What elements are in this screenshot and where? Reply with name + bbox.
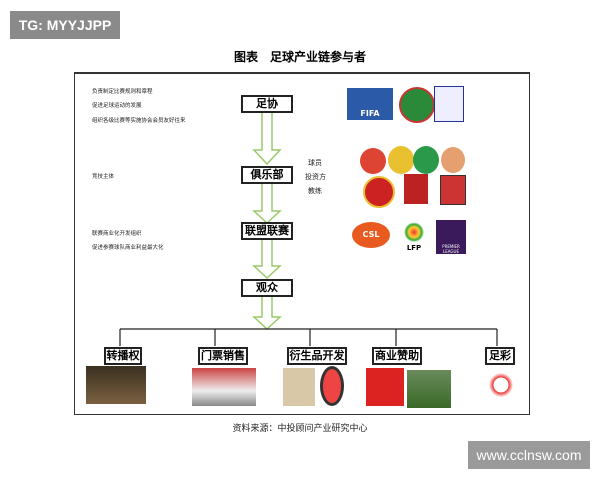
club-logo [413,146,439,174]
note: 组织各级比赛等实施协会会员友好往来 [92,118,186,124]
source-note: 资料来源：中投顾问产业研究中心 [232,424,368,434]
jersey-photo [366,368,404,406]
revenue-tickets: 门票销售 [198,347,248,365]
node-assoc: 足协 [241,95,293,113]
tg-tag: TG: MYYJJPP [10,11,120,39]
arsenal-logo [440,175,466,205]
revenue-broadcast: 转播权 [104,347,142,365]
arrow-down [252,294,282,331]
premier-league-logo: PREMIER LEAGUE [436,220,466,254]
lfp-logo: LFP [400,222,428,256]
broadcast-photo [86,366,146,404]
stadium-photo [192,368,256,406]
node-club: 俱乐部 [241,166,293,184]
fa-logo [434,86,464,122]
diagram-frame [74,72,530,415]
arrow-down [252,180,282,225]
club-member: 教练 [308,187,322,195]
watch-photo [320,366,344,406]
cfa-logo [399,87,435,123]
diagram-title: 图表 足球产业链参与者 [233,50,366,64]
note: 促进参赛球队商业利益最大化 [92,245,164,251]
arrow-down [252,237,282,280]
note: 促进足球运动的发展 [92,103,142,109]
club-member: 投资方 [305,173,326,181]
sponsor-photo [407,370,451,408]
club-logo [388,146,414,174]
revenue-merch: 衍生品开发 [287,347,347,365]
club-logo [360,148,386,174]
csl-logo: CSL [352,222,390,248]
club-member: 球员 [308,159,322,167]
fifa-logo: FIFA [347,88,393,120]
lottery-mascot [486,366,516,404]
club-logo [441,147,465,173]
toy-photo [283,368,315,406]
tree-connector [119,328,498,346]
liverpool-logo [404,174,428,204]
note: 竞技主体 [92,174,115,180]
arrow-down [252,111,282,166]
revenue-lottery: 足彩 [485,347,515,365]
node-league: 联盟联赛 [241,222,293,240]
note: 负责制定比赛规则和章程 [92,89,153,95]
note: 联赛商业化开发组织 [92,231,142,237]
site-watermark: www.cclnsw.com [468,441,590,469]
man-utd-logo [363,176,395,208]
revenue-sponsor: 商业赞助 [372,347,422,365]
node-audience: 观众 [241,279,293,297]
